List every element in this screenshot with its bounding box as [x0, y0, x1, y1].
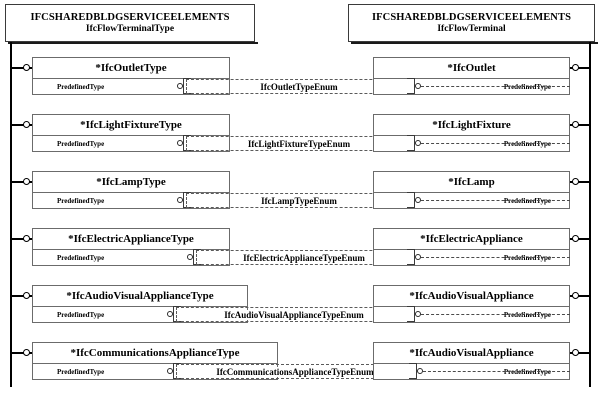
type-attr-circle	[187, 254, 193, 260]
type-attr-circle	[177, 140, 183, 146]
type-attr-circle	[167, 311, 173, 317]
type-entity-attribute: PredefinedType	[57, 254, 105, 262]
occ-attr-line	[421, 86, 570, 87]
occurrence-entity-attribute: PredefinedType	[503, 254, 551, 262]
type-entity-title: *IfcOutletType	[33, 58, 229, 79]
type-entity-box[interactable]: *IfcAudioVisualApplianceType PredefinedT…	[32, 285, 248, 323]
occurrence-entity-box[interactable]: *IfcLamp PredefinedType	[373, 171, 570, 209]
left-schema-shadow	[8, 42, 258, 44]
right-supertype-spine	[589, 42, 592, 387]
occ-attr-circle	[415, 254, 421, 260]
occ-attr-circle	[415, 197, 421, 203]
enum-type-label: IfcElectricApplianceTypeEnum	[241, 252, 367, 263]
occurrence-entity-attribute: PredefinedType	[503, 140, 551, 148]
left-supertype-circle	[23, 64, 30, 71]
enum-type-label: IfcLampTypeEnum	[259, 195, 339, 206]
left-schema-entity: IfcFlowTerminalType	[85, 23, 175, 34]
enum-right-bracket	[407, 192, 415, 208]
right-schema-box: IFCSHAREDBLDGSERVICEELEMENTS IfcFlowTerm…	[348, 4, 595, 42]
occ-attr-line	[421, 314, 570, 315]
right-supertype-link	[570, 352, 589, 354]
left-supertype-link	[12, 295, 32, 297]
left-supertype-circle	[23, 349, 30, 356]
occurrence-entity-title: *IfcAudioVisualAppliance	[374, 343, 569, 364]
right-schema-shadow	[351, 42, 598, 44]
right-supertype-circle	[572, 292, 579, 299]
left-schema-name: IFCSHAREDBLDGSERVICEELEMENTS	[30, 11, 230, 23]
enum-right-bracket	[407, 135, 415, 151]
right-supertype-link	[570, 124, 589, 126]
left-schema-box: IFCSHAREDBLDGSERVICEELEMENTS IfcFlowTerm…	[5, 4, 255, 42]
enum-right-bracket	[409, 363, 417, 379]
left-supertype-circle	[23, 178, 30, 185]
enum-right-bracket	[407, 78, 415, 94]
type-entity-title: *IfcElectricApplianceType	[33, 229, 229, 250]
right-supertype-circle	[572, 64, 579, 71]
right-supertype-circle	[572, 178, 579, 185]
occurrence-entity-attribute: PredefinedType	[503, 197, 551, 205]
left-supertype-link	[12, 238, 32, 240]
type-entity-attribute: PredefinedType	[57, 368, 105, 376]
type-entity-title: *IfcLightFixtureType	[33, 115, 229, 136]
type-entity-attribute: PredefinedType	[57, 83, 105, 91]
occ-attr-circle	[415, 140, 421, 146]
left-supertype-link	[12, 352, 32, 354]
left-supertype-link	[12, 181, 32, 183]
type-entity-box[interactable]: *IfcLightFixtureType PredefinedType	[32, 114, 230, 152]
occ-attr-circle	[415, 83, 421, 89]
right-supertype-link	[570, 295, 589, 297]
type-attr-circle	[167, 368, 173, 374]
occurrence-entity-box[interactable]: *IfcElectricAppliance PredefinedType	[373, 228, 570, 266]
type-entity-attribute: PredefinedType	[57, 197, 105, 205]
left-supertype-link	[12, 124, 32, 126]
type-entity-attribute: PredefinedType	[57, 140, 105, 148]
occurrence-entity-title: *IfcElectricAppliance	[374, 229, 569, 250]
occ-attr-line	[421, 257, 570, 258]
left-supertype-link	[12, 67, 32, 69]
right-schema-entity: IfcFlowTerminal	[437, 23, 506, 34]
occurrence-entity-attribute: PredefinedType	[503, 83, 551, 91]
right-supertype-circle	[572, 235, 579, 242]
occurrence-entity-box[interactable]: *IfcLightFixture PredefinedType	[373, 114, 570, 152]
occurrence-entity-attribute: PredefinedType	[503, 311, 551, 319]
type-entity-title: *IfcCommunicationsApplianceType	[33, 343, 277, 364]
right-schema-name: IFCSHAREDBLDGSERVICEELEMENTS	[371, 11, 572, 23]
type-entity-title: *IfcAudioVisualApplianceType	[33, 286, 247, 307]
left-supertype-circle	[23, 235, 30, 242]
occurrence-entity-title: *IfcOutlet	[374, 58, 569, 79]
occurrence-entity-title: *IfcAudioVisualAppliance	[374, 286, 569, 307]
type-entity-box[interactable]: *IfcOutletType PredefinedType	[32, 57, 230, 95]
left-supertype-circle	[23, 121, 30, 128]
right-supertype-circle	[572, 121, 579, 128]
occ-attr-line	[421, 200, 570, 201]
occ-attr-line	[423, 371, 570, 372]
occurrence-entity-title: *IfcLightFixture	[374, 115, 569, 136]
type-entity-box[interactable]: *IfcElectricApplianceType PredefinedType	[32, 228, 230, 266]
right-supertype-link	[570, 67, 589, 69]
occurrence-entity-box[interactable]: *IfcAudioVisualAppliance PredefinedType	[373, 342, 570, 380]
right-supertype-link	[570, 238, 589, 240]
type-attr-circle	[177, 83, 183, 89]
occurrence-entity-title: *IfcLamp	[374, 172, 569, 193]
enum-type-label: IfcLightFixtureTypeEnum	[245, 138, 353, 149]
type-entity-title: *IfcLampType	[33, 172, 229, 193]
left-supertype-spine	[10, 42, 13, 387]
right-supertype-circle	[572, 349, 579, 356]
enum-type-label: IfcCommunicationsApplianceTypeEnum	[214, 366, 376, 377]
type-entity-attribute: PredefinedType	[57, 311, 105, 319]
enum-type-label: IfcOutletTypeEnum	[258, 81, 340, 92]
occ-attr-circle	[417, 368, 423, 374]
occ-attr-line	[421, 143, 570, 144]
occurrence-entity-attribute: PredefinedType	[503, 368, 551, 376]
left-supertype-circle	[23, 292, 30, 299]
enum-type-label: IfcAudioVisualApplianceTypeEnum	[222, 309, 366, 320]
enum-right-bracket	[407, 306, 415, 322]
enum-right-bracket	[407, 249, 415, 265]
occurrence-entity-box[interactable]: *IfcOutlet PredefinedType	[373, 57, 570, 95]
type-entity-box[interactable]: *IfcLampType PredefinedType	[32, 171, 230, 209]
occurrence-entity-box[interactable]: *IfcAudioVisualAppliance PredefinedType	[373, 285, 570, 323]
type-attr-circle	[177, 197, 183, 203]
right-supertype-link	[570, 181, 589, 183]
occ-attr-circle	[415, 311, 421, 317]
